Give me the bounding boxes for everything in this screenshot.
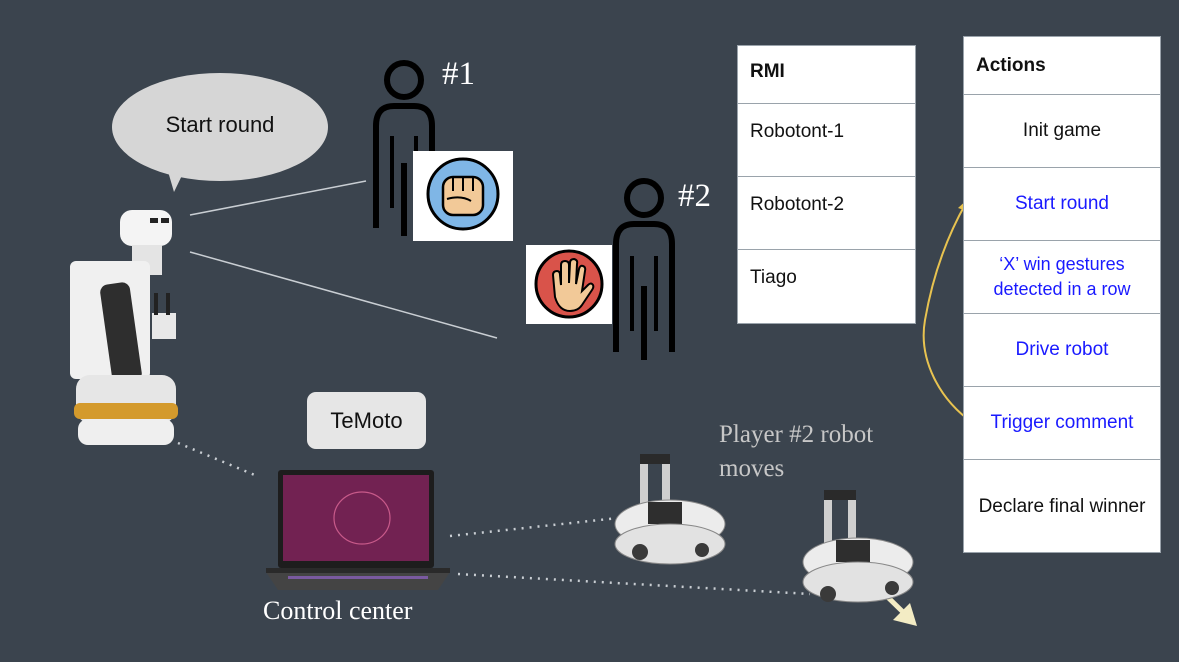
rmi-table: RMI Robotont-1 Robotont-2 Tiago bbox=[737, 45, 916, 324]
rmi-table-header: RMI bbox=[738, 46, 915, 104]
player-2-label: #2 bbox=[678, 178, 711, 214]
gesture-card-player-1 bbox=[413, 151, 513, 241]
robot-moves-line-2: moves bbox=[719, 455, 785, 482]
control-center-label: Control center bbox=[263, 596, 413, 625]
dotted-line-laptop-robotont1 bbox=[449, 516, 619, 538]
dotted-line-laptop-robotont2 bbox=[457, 572, 811, 596]
actions-table: Actions Init game Start round ‘X’ win ge… bbox=[963, 36, 1161, 553]
laptop-icon bbox=[266, 470, 450, 590]
robotont-robot-icon bbox=[614, 454, 726, 565]
action-win-gestures: ‘X’ win gestures detected in a row bbox=[964, 241, 1160, 314]
rmi-row-tiago: Tiago bbox=[750, 267, 797, 288]
palm-icon bbox=[534, 249, 604, 319]
action-trigger-comment: Trigger comment bbox=[964, 387, 1160, 460]
action-drive-robot: Drive robot bbox=[964, 314, 1160, 387]
action-start-round: Start round bbox=[964, 168, 1160, 241]
speech-bubble-icon bbox=[112, 73, 328, 192]
action-init-game: Init game bbox=[964, 95, 1160, 168]
robot-moves-caption: Player #2 robot moves bbox=[719, 418, 873, 486]
person-icon bbox=[613, 178, 675, 360]
robotont-robot-icon bbox=[802, 490, 914, 603]
fist-icon bbox=[426, 157, 500, 231]
gesture-card-player-2 bbox=[526, 245, 612, 324]
player-1-label: #1 bbox=[442, 56, 475, 92]
action-declare-final-winner: Declare final winner bbox=[978, 495, 1146, 517]
temoto-box: TeMoto bbox=[307, 392, 426, 449]
line-tiago-player1 bbox=[189, 180, 367, 216]
move-arrowhead bbox=[893, 603, 917, 626]
robot-moves-line-1: Player #2 robot bbox=[719, 421, 874, 448]
rmi-row-robotont-1: Robotont-1 bbox=[738, 104, 915, 177]
loop-arrow bbox=[922, 202, 974, 424]
actions-table-header: Actions bbox=[964, 37, 1160, 95]
tiago-robot-icon bbox=[70, 210, 178, 445]
rmi-row-robotont-2: Robotont-2 bbox=[738, 177, 915, 250]
person-icon bbox=[373, 60, 435, 236]
speech-bubble-text: Start round bbox=[165, 112, 275, 137]
line-tiago-player2 bbox=[189, 251, 498, 339]
